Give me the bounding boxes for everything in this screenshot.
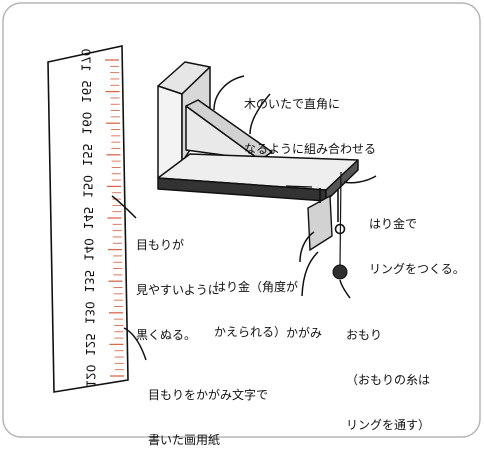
leader-lines bbox=[111, 75, 377, 361]
callout-board: 木のいたで直角に なるように組み合わせる bbox=[244, 67, 376, 172]
callout-paper-line-1: 目もりをかがみ文字で bbox=[148, 388, 269, 402]
callout-weight-line-3: リングを通す） bbox=[346, 418, 431, 432]
callout-wire-ring-line-2: リングをつくる。 bbox=[369, 262, 465, 276]
scale-tick-label: 160 bbox=[80, 112, 94, 135]
scale-tick-label: 120 bbox=[84, 365, 98, 388]
scale-tick-label: 125 bbox=[83, 333, 97, 356]
callout-wire-angle: はり金（角度が かえられる） bbox=[214, 250, 298, 355]
scale-ticks bbox=[105, 59, 124, 377]
mirror bbox=[307, 194, 333, 252]
scale-tick-label: 135 bbox=[82, 270, 96, 293]
frame bbox=[2, 2, 481, 438]
callout-black-edge-line-2: 見やすいように bbox=[136, 283, 220, 297]
callout-black-edge-line-3: 黒くぬる。 bbox=[136, 328, 197, 342]
scale-tick-label: 130 bbox=[83, 301, 97, 324]
scale-tick-label: 150 bbox=[81, 175, 95, 198]
scale-tick-label: 140 bbox=[82, 238, 96, 261]
callout-black-edge: 目もりが 見やすいように 黒くぬる。 bbox=[136, 208, 220, 358]
callout-weight-line-2: （おもりの糸は bbox=[346, 373, 431, 387]
wooden-frame bbox=[157, 61, 359, 202]
callout-mirror: かがみ bbox=[286, 296, 322, 356]
callout-wire-angle-line-1: はり金（角度が bbox=[214, 280, 299, 294]
callout-wire-ring: はり金で リングをつくる。 bbox=[369, 187, 465, 292]
scale-tick-label: 165 bbox=[79, 80, 93, 103]
callout-board-line-2: なるように組み合わせる bbox=[244, 142, 377, 156]
weight bbox=[332, 264, 348, 280]
callout-mirror-line-1: かがみ bbox=[286, 326, 323, 340]
callout-paper: 目もりをかがみ文字で 書いた画用紙 bbox=[148, 358, 268, 463]
callout-wire-angle-line-2: かえられる） bbox=[214, 325, 287, 339]
scale-tick-label: 155 bbox=[80, 143, 94, 166]
string bbox=[339, 171, 342, 267]
scale-tick-labels: 170 165 160 155 150 145 140 135 130 125 120 bbox=[79, 49, 98, 388]
callout-board-line-1: 木のいたで直角に bbox=[244, 97, 341, 111]
scale-tick-label: 170 bbox=[79, 49, 93, 72]
callout-black-edge-line-1: 目もりが bbox=[136, 238, 185, 252]
scale-paper: 170 165 160 155 150 145 140 135 130 125 120 bbox=[47, 45, 129, 393]
callout-weight: おもり （おもりの糸は リングを通す） bbox=[346, 298, 430, 448]
callout-weight-line-1: おもり bbox=[346, 328, 383, 342]
callout-wire-ring-line-1: はり金で bbox=[369, 217, 418, 231]
scale-tick-label: 145 bbox=[81, 207, 95, 230]
apparatus-diagram: 170 165 160 155 150 145 140 135 130 125 120 bbox=[2, 2, 481, 438]
